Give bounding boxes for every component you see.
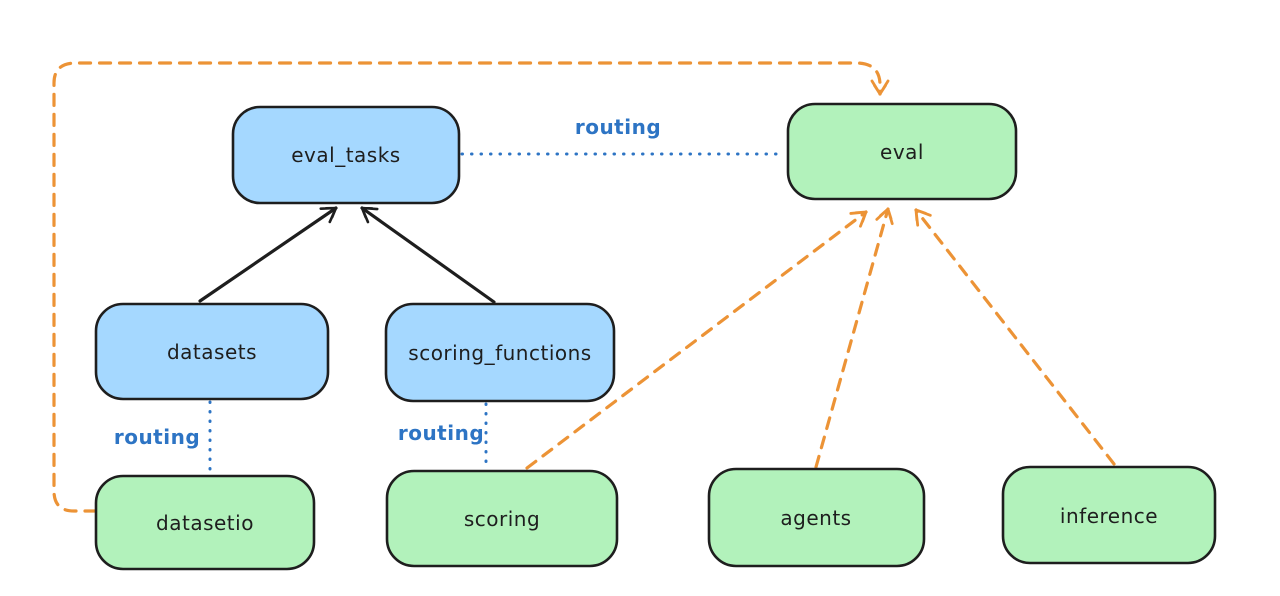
node-eval-tasks: eval_tasks <box>231 105 461 205</box>
edge-inference-to-eval-dashed <box>914 208 1116 466</box>
edge-datasets-to-eval-tasks-arrow <box>198 206 338 303</box>
edge-datasetio-to-eval-dashed <box>52 61 890 513</box>
node-scoring-box <box>385 469 619 568</box>
node-datasetio: datasetio <box>94 474 316 571</box>
node-eval: eval <box>786 102 1018 201</box>
node-datasetio-label: datasetio <box>156 511 254 535</box>
node-eval-tasks-box <box>231 105 461 205</box>
node-scoring-functions: scoring_functions <box>384 302 616 403</box>
edge-agents-to-eval-dashed <box>814 207 894 469</box>
node-scoring-label: scoring <box>464 507 540 531</box>
node-eval-tasks-label: eval_tasks <box>291 143 400 167</box>
node-inference-label: inference <box>1060 504 1158 528</box>
edge-scoring-to-eval-dashed <box>525 210 868 470</box>
node-agents: agents <box>707 467 926 568</box>
node-scoring-functions-box <box>384 302 616 403</box>
node-agents-label: agents <box>780 506 851 530</box>
node-datasets-label: datasets <box>167 340 257 364</box>
node-inference: inference <box>1001 465 1217 565</box>
node-scoring-functions-label: scoring_functions <box>408 341 591 365</box>
node-datasetio-box <box>94 474 316 571</box>
node-datasets: datasets <box>94 302 330 401</box>
edge-scoring-functions-to-eval-tasks-arrow <box>360 206 496 304</box>
node-eval-label: eval <box>880 140 924 164</box>
node-datasets-box <box>94 302 330 401</box>
routing-label-top: routing <box>575 115 661 139</box>
node-eval-box <box>786 102 1018 201</box>
routing-label-datasets: routing <box>114 425 200 449</box>
node-inference-box <box>1001 465 1217 565</box>
node-scoring: scoring <box>385 469 619 568</box>
node-agents-box <box>707 467 926 568</box>
routing-label-scoring: routing <box>398 421 484 445</box>
